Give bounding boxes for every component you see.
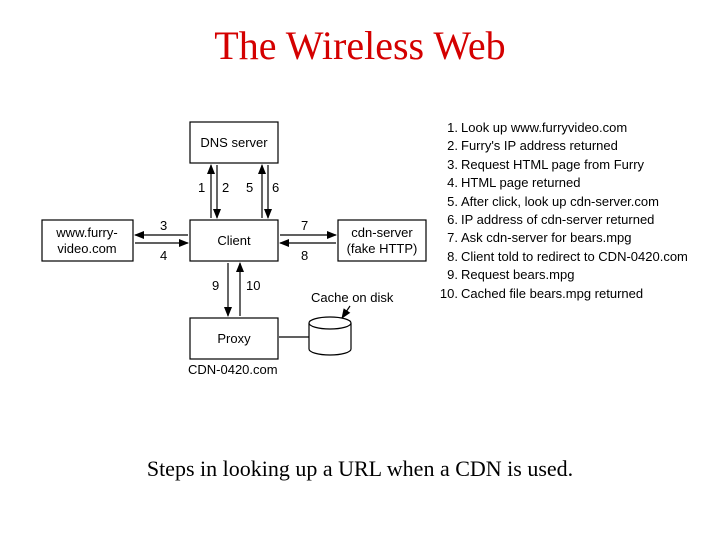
step-item: 3.Request HTML page from Furry [447, 156, 645, 172]
arrow-label-6: 6 [272, 180, 279, 195]
client-cdn-arrows: 7 8 [279, 218, 337, 263]
proxy-host-label: CDN-0420.com [188, 362, 278, 377]
furry-site-label-line2: video.com [57, 241, 116, 256]
furry-site-label-line1: www.furry- [55, 225, 117, 240]
arrow-label-5: 5 [246, 180, 253, 195]
proxy-label: Proxy [217, 331, 251, 346]
step-item: 9.Request bears.mpg [447, 267, 575, 283]
dns-client-arrows: 1 2 5 6 [198, 164, 279, 219]
step-item: 6.IP address of cdn-server returned [447, 212, 655, 228]
step-item: 10.Cached file bears.mpg returned [439, 285, 644, 301]
furry-site-node: www.furry- video.com [41, 219, 134, 262]
cache-label: Cache on disk [311, 290, 394, 305]
arrow-label-1: 1 [198, 180, 205, 195]
step-item: 2.Furry's IP address returned [447, 138, 618, 154]
step-item: 1.Look up www.furryvideo.com [447, 120, 628, 135]
arrow-label-2: 2 [222, 180, 229, 195]
cdn-server-node: cdn-server (fake HTTP) [337, 219, 427, 262]
disk-cylinder-body [308, 323, 352, 356]
client-label: Client [217, 233, 251, 248]
figure-caption: Steps in looking up a URL when a CDN is … [146, 456, 574, 481]
arrow-label-7: 7 [301, 218, 308, 233]
cdn-server-label-line1: cdn-server [351, 225, 413, 240]
proxy-node: Proxy CDN-0420.com [188, 317, 279, 377]
arrow-label-3: 3 [160, 218, 167, 233]
client-proxy-arrows: 9 10 [212, 262, 260, 317]
step-item: 7.Ask cdn-server for bears.mpg [447, 230, 632, 246]
client-furry-arrows: 3 4 [134, 218, 189, 263]
steps-list: 1.Look up www.furryvideo.com 2.Furry's I… [436, 119, 688, 303]
disk-cylinder-top [308, 316, 352, 330]
arrow-label-10: 10 [246, 278, 260, 293]
dns-server-label: DNS server [200, 135, 268, 150]
dns-server-node: DNS server [189, 121, 279, 164]
slide-title: The Wireless Web [214, 23, 506, 68]
cdn-server-label-line2: (fake HTTP) [347, 241, 418, 256]
cache-disk-node: Cache on disk [279, 290, 394, 356]
arrow-label-9: 9 [212, 278, 219, 293]
step-item: 5.After click, look up cdn-server.com [447, 193, 659, 209]
client-node: Client [189, 219, 279, 262]
arrow-label-8: 8 [301, 248, 308, 263]
step-item: 8.Client told to redirect to CDN-0420.co… [447, 248, 688, 264]
step-item: 4.HTML page returned [447, 175, 581, 191]
arrow-label-4: 4 [160, 248, 167, 263]
